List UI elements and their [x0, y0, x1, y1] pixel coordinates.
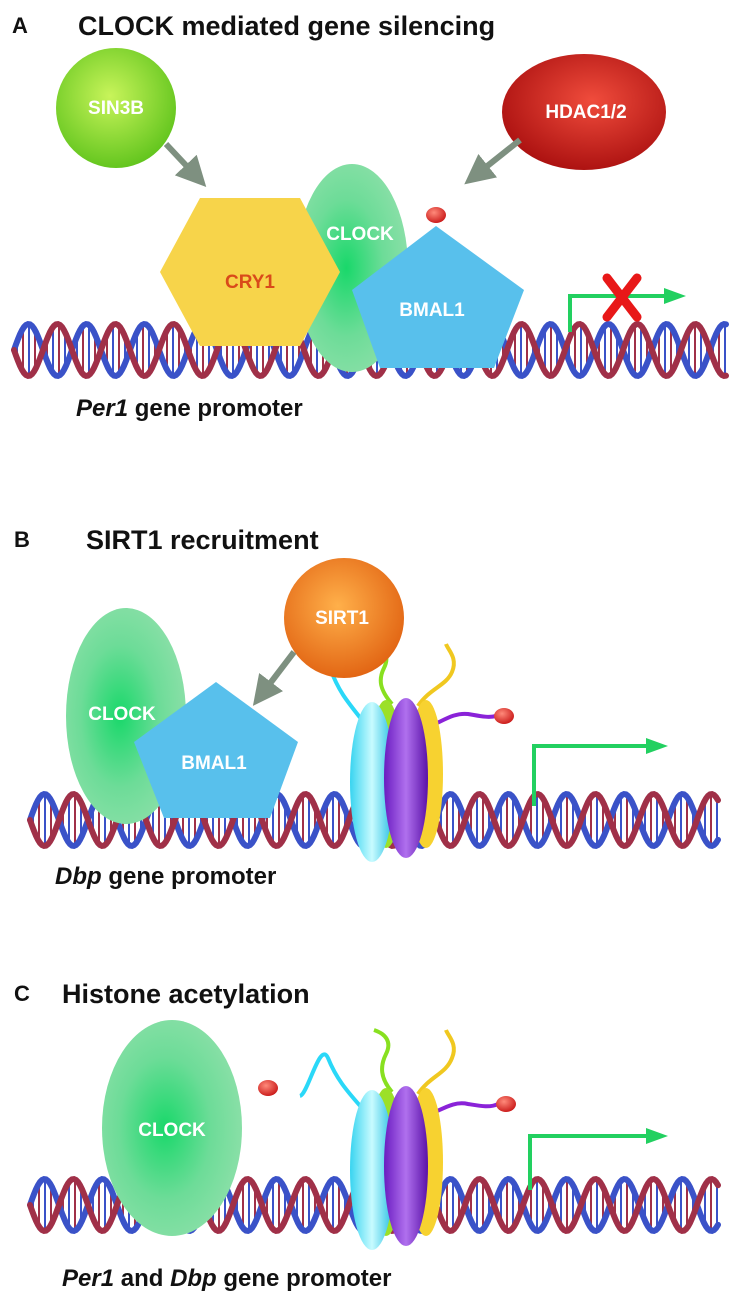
transcription-arrowhead-b [646, 738, 668, 754]
sirt1-protein: SIRT1 [284, 558, 404, 678]
dna-strand-red [11, 320, 729, 380]
transcription-arrow-c [528, 1134, 646, 1190]
panel-b: B SIRT1 recruitment CLOCK BMAL1 [14, 525, 721, 890]
clock-label-c: CLOCK [138, 1120, 206, 1141]
caption-c: Per1 and Dbp gene promoter [62, 1265, 391, 1292]
histone-core [350, 702, 394, 862]
panel-b-letter: B [14, 527, 30, 552]
caption-b-rest: gene promoter [102, 863, 277, 890]
acetyl-group-icon [496, 1096, 516, 1112]
panel-a-title: CLOCK mediated gene silencing [78, 11, 495, 41]
caption-a-gene: Per1 [76, 395, 128, 422]
panel-a: A CLOCK mediated gene silencing CLOCK CR… [11, 11, 729, 422]
clock-protein-c: CLOCK [102, 1020, 242, 1236]
sin3b-protein: SIN3B [56, 48, 176, 168]
histone-tail [298, 1052, 364, 1110]
caption-a-rest: gene promoter [128, 395, 303, 422]
nucleosome-c [258, 1028, 516, 1250]
transcription-arrowhead-a [664, 288, 686, 304]
sin3b-arrow [163, 141, 207, 187]
panel-b-title: SIRT1 recruitment [86, 525, 319, 555]
histone-core [350, 1090, 394, 1250]
bmal1-label-b: BMAL1 [181, 753, 247, 774]
histone-tail [416, 643, 456, 708]
sirt1-label: SIRT1 [315, 608, 369, 629]
bmal1-protein-a: BMAL1 [352, 226, 524, 368]
histone-core [384, 1086, 428, 1246]
sin3b-label: SIN3B [88, 98, 144, 119]
histone-core [384, 698, 428, 858]
blocked-x-icon [602, 273, 642, 322]
acetyl-group-icon [258, 1080, 278, 1096]
caption-a: Per1 gene promoter [76, 395, 303, 422]
caption-c-gene2: Dbp [170, 1265, 217, 1292]
hdac-label: HDAC1/2 [545, 102, 626, 123]
caption-c-mid: and [114, 1265, 170, 1292]
histone-tail [416, 1029, 456, 1096]
hdac-protein: HDAC1/2 [502, 54, 666, 170]
caption-b-gene: Dbp [55, 863, 102, 890]
clock-label-b: CLOCK [88, 704, 156, 725]
panel-a-letter: A [12, 13, 28, 38]
panel-c-letter: C [14, 981, 30, 1006]
bmal1-protein-b: BMAL1 [134, 682, 298, 818]
sirt1-arrow [252, 650, 297, 706]
cry1-protein: CRY1 [160, 198, 340, 346]
panel-c: C Histone acetylation CLOCK Per1 and Dbp… [14, 979, 721, 1292]
bmal1-label-a: BMAL1 [399, 300, 465, 321]
transcription-arrow-a [568, 294, 664, 332]
hdac-arrow [464, 137, 522, 185]
transcription-arrowhead-c [646, 1128, 668, 1144]
caption-b: Dbp gene promoter [55, 863, 276, 890]
caption-c-rest: gene promoter [217, 1265, 392, 1292]
transcription-arrow-b [532, 744, 646, 806]
histone-tail [373, 1028, 394, 1094]
panel-c-title: Histone acetylation [62, 979, 310, 1009]
clock-label-a: CLOCK [326, 224, 394, 245]
cry1-label: CRY1 [225, 272, 275, 293]
caption-c-gene1: Per1 [62, 1265, 114, 1292]
acetyl-group-icon [494, 708, 514, 724]
acetyl-group-icon [426, 207, 446, 223]
